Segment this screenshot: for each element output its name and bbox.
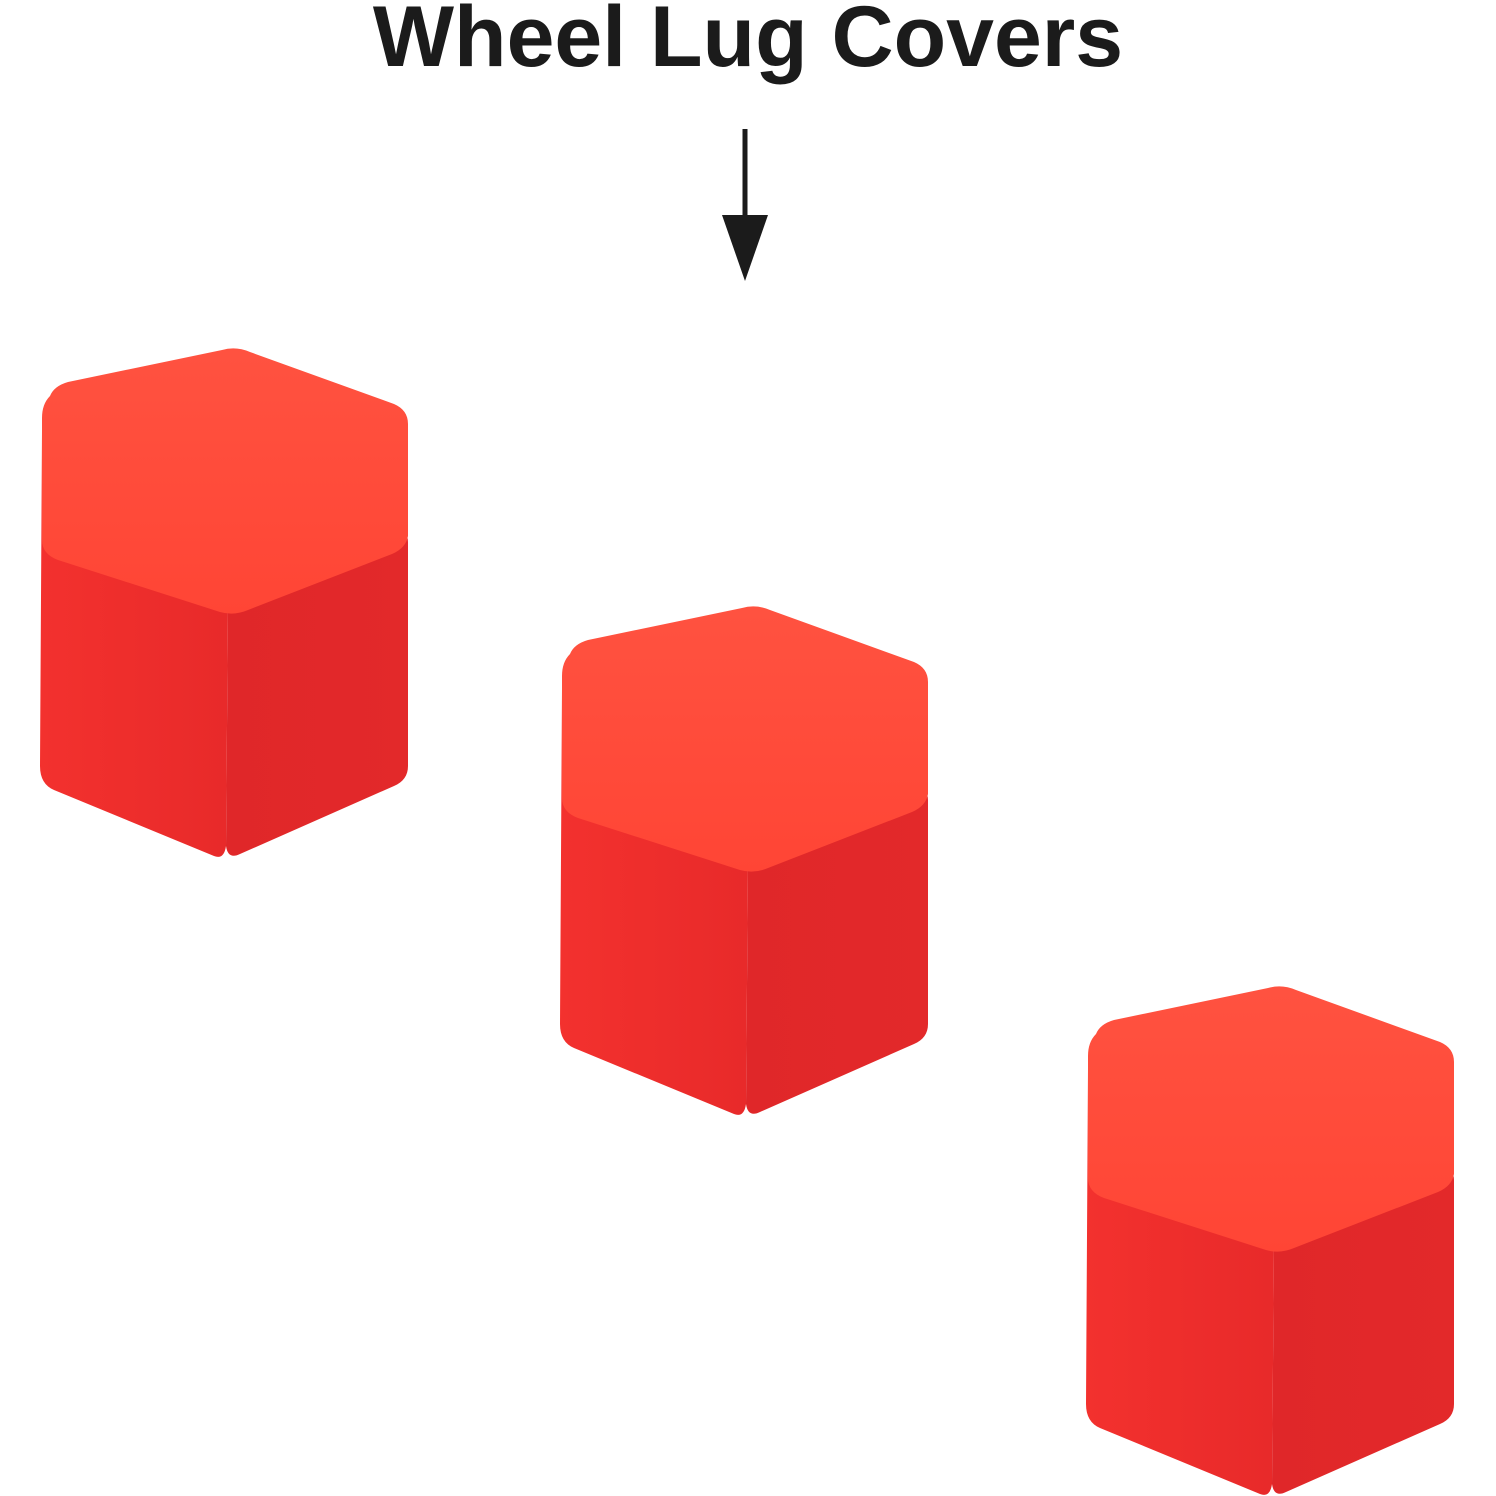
lug-cover-3	[1086, 986, 1454, 1495]
title: Wheel Lug Covers	[372, 0, 1124, 85]
lug-cover-1	[40, 348, 408, 857]
lug-cover-2	[560, 606, 928, 1115]
down-arrow-icon	[722, 129, 768, 281]
